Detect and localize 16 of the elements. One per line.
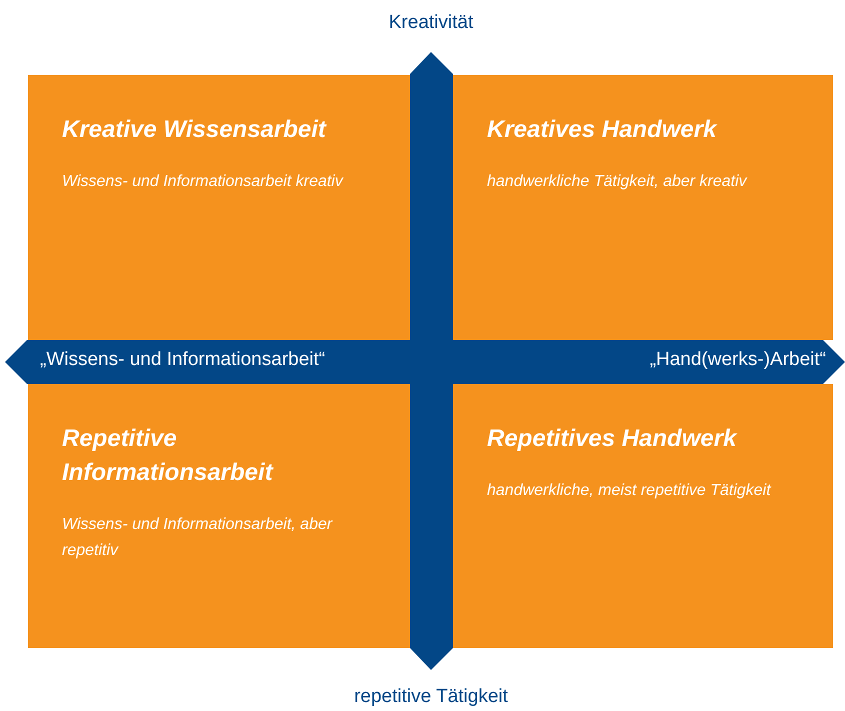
axis-label: Kreativität <box>388 12 474 34</box>
quadrant-title: Repetitive Informationsarbeit <box>62 424 274 488</box>
axis-label: „Hand(werks-)Arbeit“ <box>650 349 826 371</box>
quadrant-description: Wissens- und Informationsarbeit kreativ <box>62 172 344 192</box>
quadrant-description: Wissens- und Informationsarbeit, aber repetitiv <box>62 515 334 561</box>
quadrant-box <box>28 384 410 648</box>
quadrant-title: Kreative Wissensarbeit <box>62 115 328 145</box>
quadrant-description: handwerkliche, meist repetitive Tätigkeit <box>487 481 772 501</box>
quadrant-title: Kreatives Handwerk <box>487 115 718 145</box>
axis-label: repetitive Tätigkeit <box>354 686 508 708</box>
quadrant-box <box>453 75 833 340</box>
axis-label: „Wissens- und Informationsarbeit“ <box>40 349 326 371</box>
quadrant-title: Repetitives Handwerk <box>487 424 738 454</box>
quadrant-box <box>453 384 833 648</box>
quadrant-box <box>28 75 410 340</box>
quadrant-description: handwerkliche Tätigkeit, aber kreativ <box>487 172 748 192</box>
